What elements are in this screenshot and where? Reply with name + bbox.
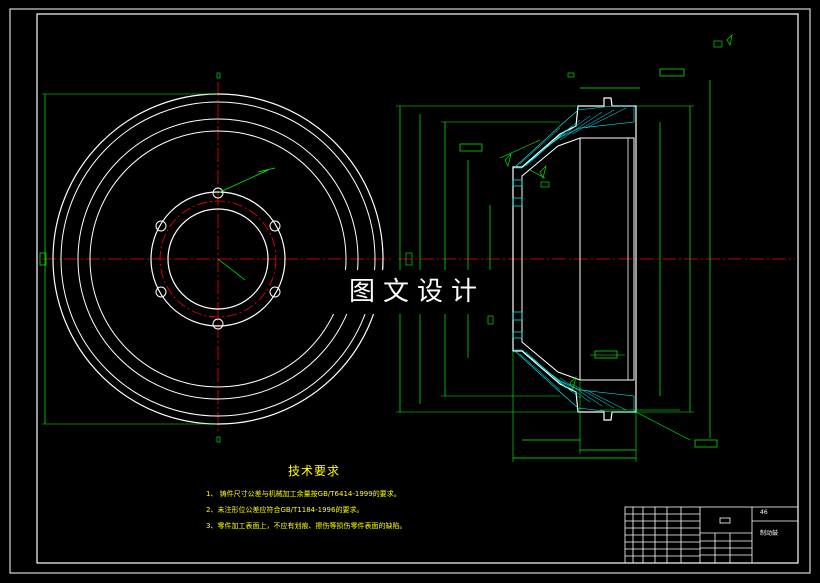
datum-marker <box>567 72 575 78</box>
surface-finish-symbol <box>726 34 733 46</box>
hub-circle <box>150 191 286 327</box>
view-marker <box>216 72 221 79</box>
bolt-hole <box>212 318 224 330</box>
bolt-hole <box>212 187 224 199</box>
bolt-hole <box>155 286 167 298</box>
feature-control-frame <box>594 350 618 359</box>
title-block <box>624 506 799 564</box>
view-marker <box>216 436 221 443</box>
front-view <box>39 72 392 443</box>
material-label: 46 <box>760 509 768 516</box>
inner-border <box>36 13 799 564</box>
rim-circle-4 <box>89 130 347 388</box>
technical-requirement-note: 2、未注形位公差应符合GB/T1184-1996的要求。 <box>206 506 364 514</box>
technical-requirements-list: 1、 铸件尺寸公差与机械加工余量按GB/T6414-1999的要求。 2、未注形… <box>206 486 406 534</box>
technical-requirement-note: 3、零件加工表面上，不应有划痕、擦伤等损伤零件表面的缺陷。 <box>206 522 407 530</box>
technical-requirement-note: 1、 铸件尺寸公差与机械加工余量按GB/T6414-1999的要求。 <box>206 490 401 498</box>
surface-finish-symbol <box>569 376 577 390</box>
rim-circle-3 <box>77 118 359 400</box>
feature-control-frame <box>459 143 483 152</box>
rim-circle-2 <box>60 101 376 417</box>
datum-marker <box>540 181 550 188</box>
datum-marker <box>487 315 494 325</box>
bolt-hole <box>155 220 167 232</box>
hub-bolt-hole <box>512 197 523 207</box>
leader-line <box>635 411 691 441</box>
technical-requirements-title: 技术要求 <box>288 464 341 478</box>
drum-inner-profile <box>521 137 635 381</box>
hub-bolt-hole <box>512 179 523 187</box>
bolt-hole <box>269 286 281 298</box>
section-view <box>396 34 795 462</box>
leader-line <box>217 169 269 194</box>
leader-line <box>499 139 541 159</box>
surface-finish-symbol <box>504 153 512 167</box>
bolt-hole <box>269 220 281 232</box>
feature-control-frame <box>659 68 685 77</box>
datum-marker <box>405 252 413 266</box>
feature-control-frame <box>694 439 718 448</box>
bolt-pitch-circle <box>159 200 277 318</box>
surface-finish-symbol <box>539 165 547 179</box>
leader-line <box>529 169 546 179</box>
leader-line <box>217 258 246 281</box>
watermark: 图文设计 <box>322 270 512 314</box>
section-hatch-lines <box>519 351 627 411</box>
center-bore-circle <box>167 208 269 310</box>
leader-line <box>257 167 276 173</box>
outer-border <box>9 8 811 574</box>
part-name: 制动鼓 <box>760 530 779 537</box>
dimension-text-box <box>39 252 47 266</box>
hub-bolt-hole <box>512 331 523 339</box>
hub-bolt-hole <box>512 311 523 321</box>
section-hatch-lines <box>519 107 627 167</box>
datum-marker <box>713 40 723 48</box>
